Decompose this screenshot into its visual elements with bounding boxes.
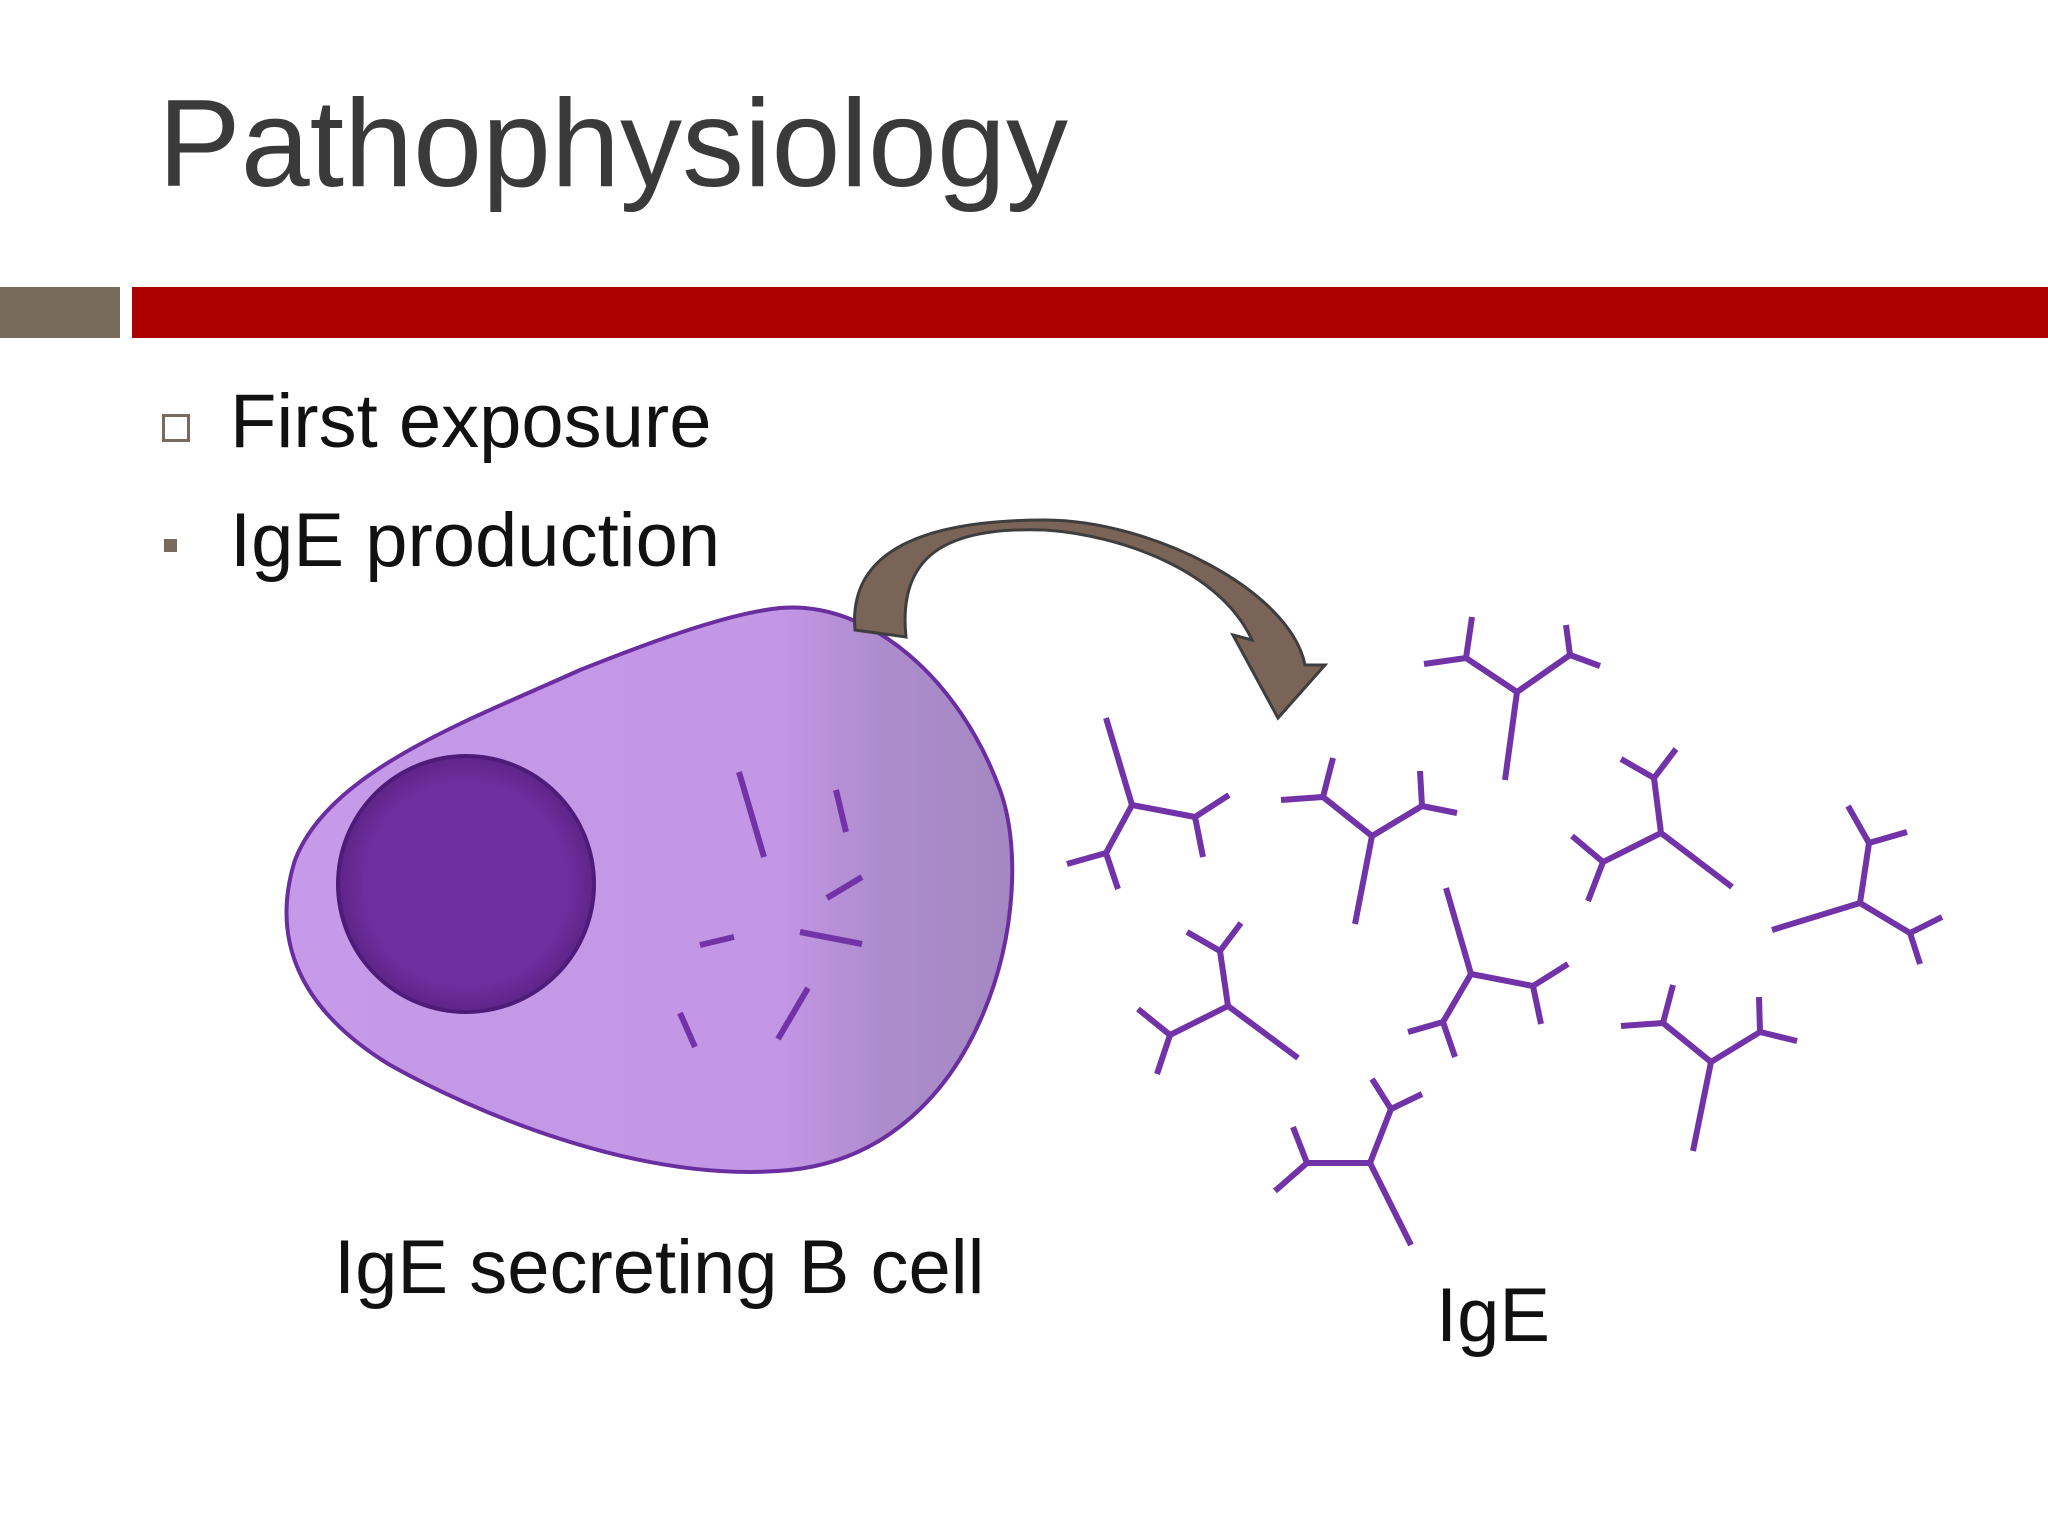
ige-antibody [1066, 717, 1231, 890]
title-underline-bar [132, 287, 2048, 338]
ige-antibody [1771, 804, 1944, 965]
ige-antibody [1570, 747, 1734, 903]
ige-antibody [1273, 1077, 1424, 1247]
ige-antibody [1280, 757, 1458, 925]
ige-antibody [1136, 921, 1300, 1075]
ige-antibodies [1066, 616, 1944, 1247]
ige-antibody [1423, 616, 1602, 781]
b-cell-body [284, 605, 1015, 1174]
slide-title: Pathophysiology [158, 75, 1068, 213]
intracellular-antibody-fragments [677, 771, 864, 1049]
b-cell-nucleus [336, 754, 596, 1014]
title-underline-accent [0, 287, 120, 338]
ige-antibody [1620, 984, 1798, 1152]
bullet-text: First exposure [230, 379, 712, 464]
b-cell-label: IgE secreting B cell [334, 1225, 985, 1310]
bullet-text: IgE production [230, 498, 721, 583]
secretion-arrow-icon [853, 518, 1329, 721]
ige-antibody [1407, 887, 1570, 1058]
hollow-square-bullet-icon [162, 414, 190, 442]
ige-label: IgE [1436, 1273, 1551, 1358]
filled-square-bullet-icon [164, 539, 177, 552]
